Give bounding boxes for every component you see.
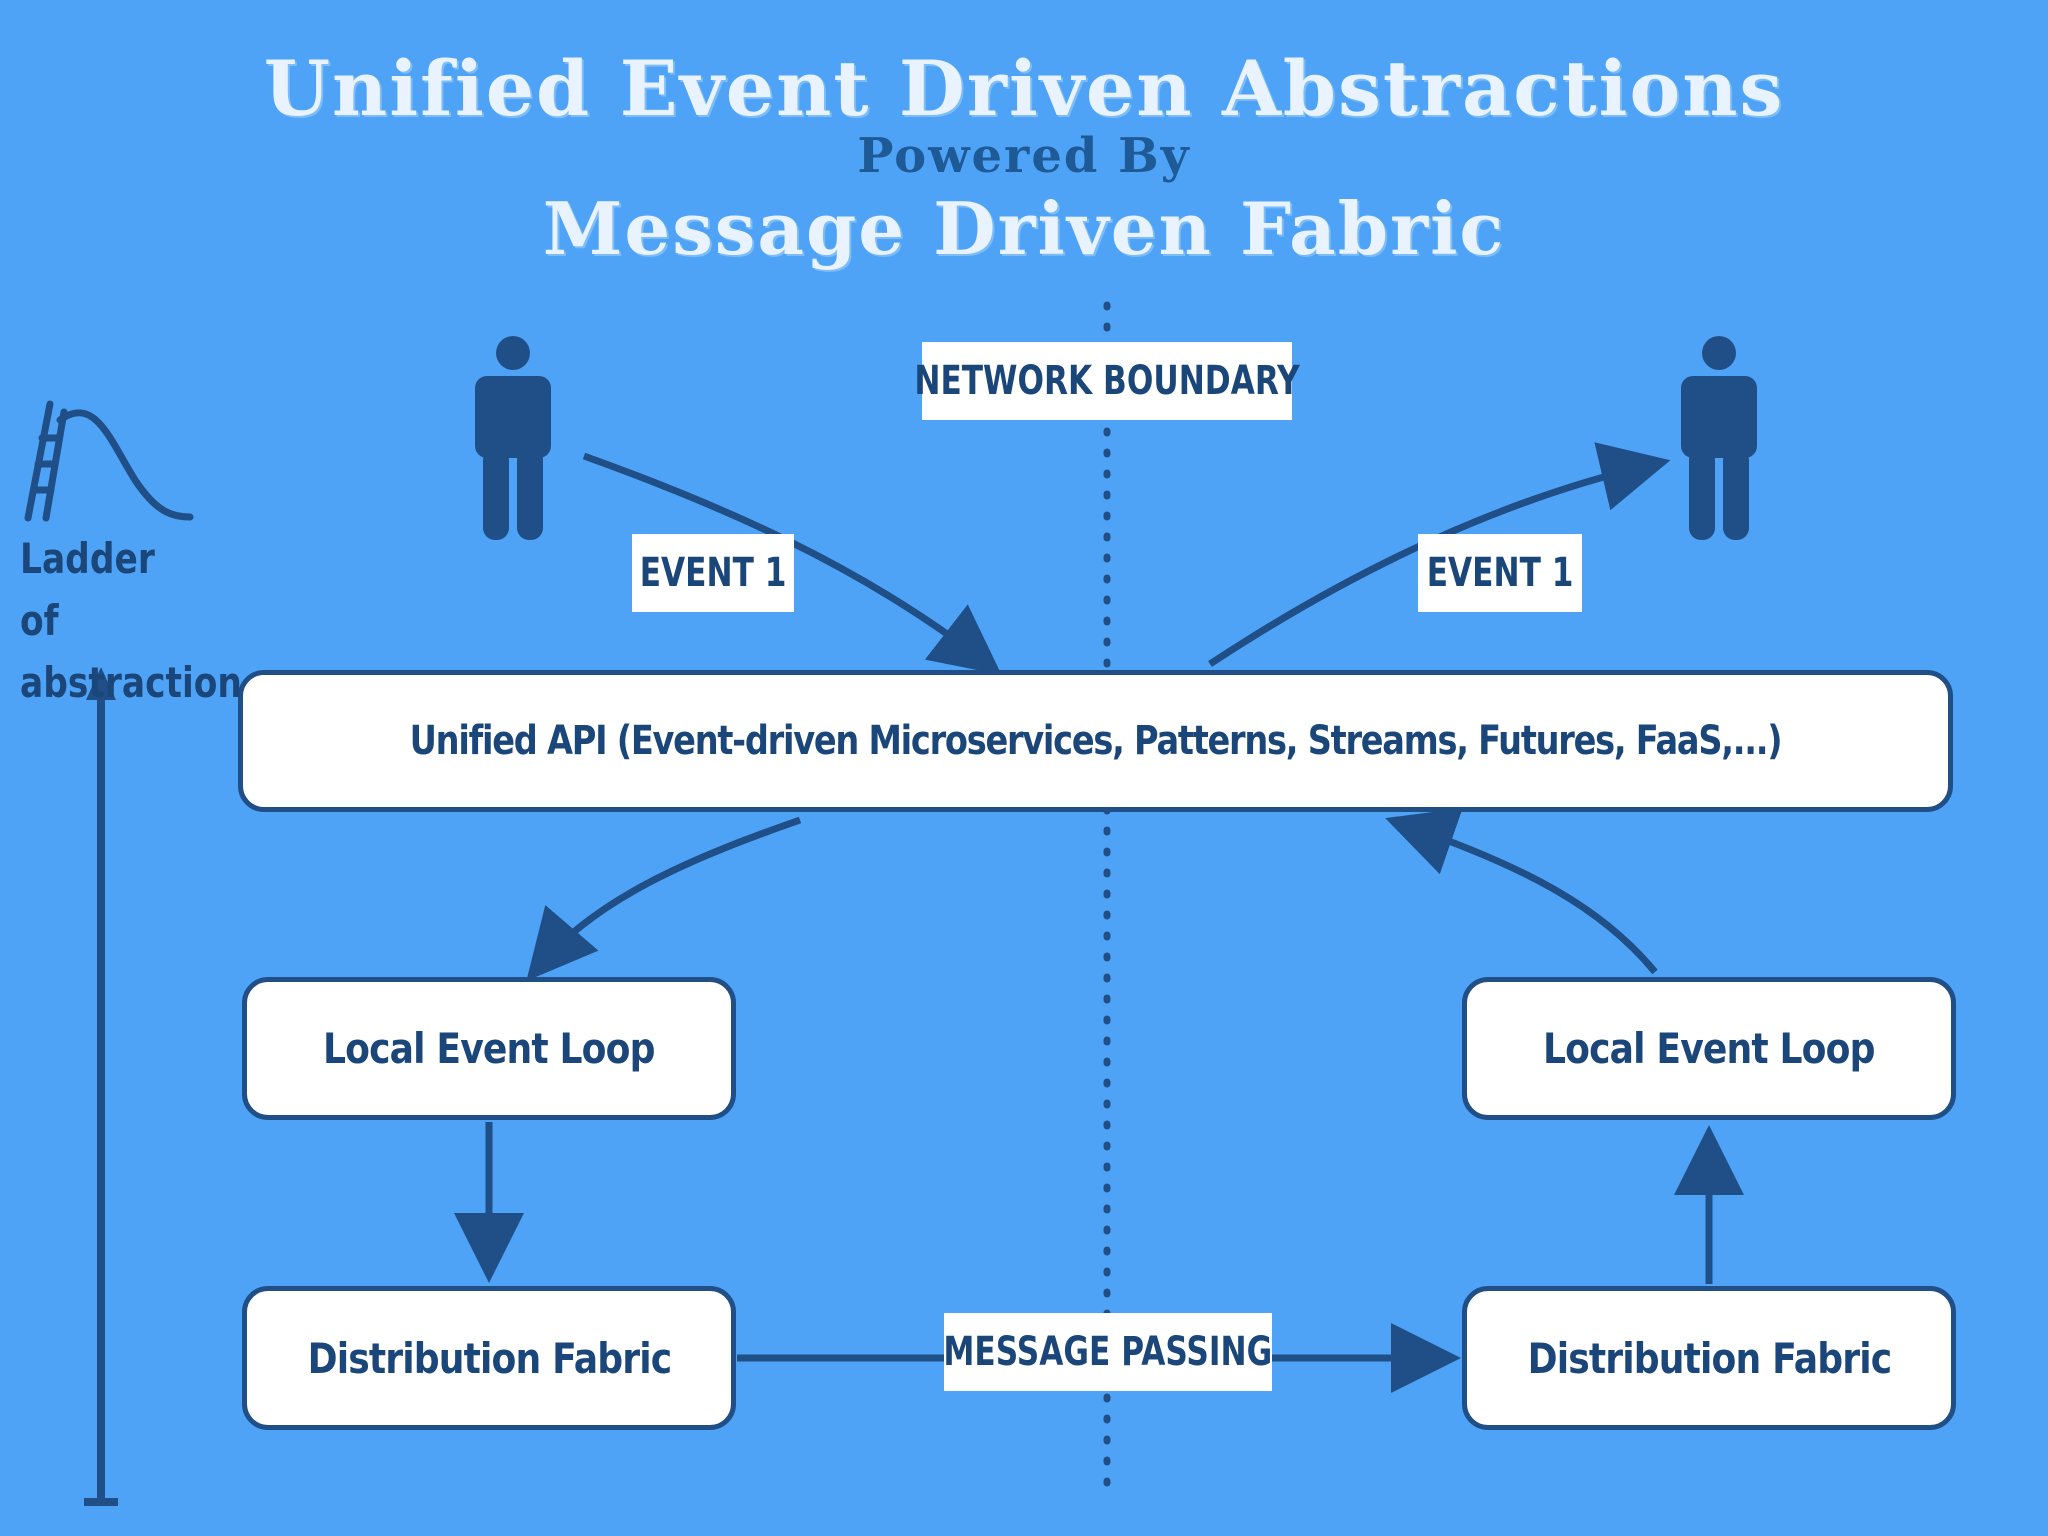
unified-api-text: Unified API (Event-driven Microservices,… — [409, 718, 1783, 764]
title-third: Message Driven Fabric — [542, 186, 1506, 271]
title-main: Unified Event Driven Abstractions — [263, 44, 1785, 133]
person-icon — [1681, 336, 1757, 540]
event-right-text: EVENT 1 — [1426, 550, 1574, 596]
left-local-event-loop-text: Local Event Loop — [323, 1024, 655, 1073]
left-local-event-loop-box: Local Event Loop — [242, 977, 736, 1120]
left-distribution-fabric-text: Distribution Fabric — [307, 1333, 672, 1383]
event-right-label: EVENT 1 — [1418, 534, 1582, 612]
message-passing-label: MESSAGE PASSING — [944, 1313, 1272, 1391]
message-passing-text: MESSAGE PASSING — [943, 1329, 1273, 1375]
left-distribution-fabric-box: Distribution Fabric — [242, 1286, 736, 1430]
network-boundary-text: NETWORK BOUNDARY — [914, 358, 1300, 404]
right-distribution-fabric-text: Distribution Fabric — [1527, 1333, 1892, 1383]
right-local-event-loop-box: Local Event Loop — [1462, 977, 1956, 1120]
slide-icon — [24, 400, 194, 522]
arrow-api-to-user — [1208, 442, 1671, 667]
event-left-text: EVENT 1 — [639, 550, 787, 596]
event-left-label: EVENT 1 — [632, 534, 794, 612]
right-local-event-loop-text: Local Event Loop — [1543, 1024, 1875, 1073]
network-boundary-label: NETWORK BOUNDARY — [914, 342, 1300, 420]
right-distribution-fabric-box: Distribution Fabric — [1462, 1286, 1956, 1430]
unified-api-box: Unified API (Event-driven Microservices,… — [238, 670, 1953, 812]
person-icon — [475, 336, 551, 540]
arrow-right-loop-to-api — [1385, 808, 1658, 975]
title-sub: Powered By — [857, 128, 1191, 184]
arrow-api-to-left-loop — [526, 816, 802, 981]
ladder-of-abstraction-label: Ladder of abstraction — [20, 534, 242, 707]
abstraction-axis — [84, 667, 118, 1506]
